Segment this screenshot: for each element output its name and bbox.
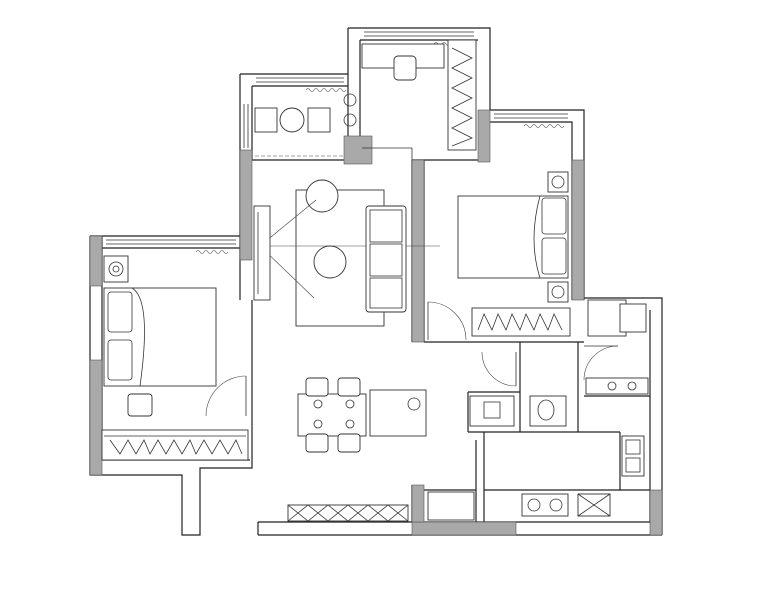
balcony-chair bbox=[254, 107, 278, 133]
dining-area bbox=[297, 377, 427, 453]
nightstand bbox=[103, 255, 129, 283]
coffee-table bbox=[313, 245, 347, 279]
balcony bbox=[254, 93, 357, 157]
balcony-table bbox=[279, 107, 305, 133]
side-cabinet bbox=[369, 389, 427, 437]
right-bedroom bbox=[427, 171, 571, 341]
shoe-cabinet bbox=[287, 504, 409, 522]
chair bbox=[127, 393, 153, 417]
bathroom-sink bbox=[469, 395, 515, 427]
entry-storage bbox=[287, 504, 409, 522]
balcony-chair bbox=[307, 107, 331, 133]
tv-cabinet bbox=[253, 205, 271, 301]
kitchen bbox=[427, 435, 645, 521]
dining-table bbox=[297, 393, 367, 437]
nightstand bbox=[547, 171, 569, 193]
structural-columns bbox=[89, 109, 663, 536]
nightstand bbox=[547, 281, 569, 303]
vanity bbox=[585, 377, 649, 395]
kitchen-sink bbox=[621, 435, 645, 477]
desk-chair bbox=[393, 55, 417, 81]
toilet bbox=[529, 395, 567, 427]
wardrobe bbox=[471, 307, 571, 337]
bookshelf bbox=[447, 39, 477, 151]
sofa bbox=[365, 205, 407, 313]
washer bbox=[619, 303, 647, 333]
windows bbox=[106, 31, 568, 254]
side-table bbox=[305, 179, 339, 213]
cooktop bbox=[521, 493, 569, 517]
bed bbox=[457, 195, 569, 279]
wardrobe bbox=[101, 429, 249, 461]
study bbox=[361, 39, 477, 160]
living-room bbox=[253, 179, 440, 327]
fridge bbox=[427, 491, 475, 521]
bathroom bbox=[469, 299, 649, 427]
bed bbox=[103, 287, 217, 387]
left-bedroom bbox=[101, 255, 249, 461]
